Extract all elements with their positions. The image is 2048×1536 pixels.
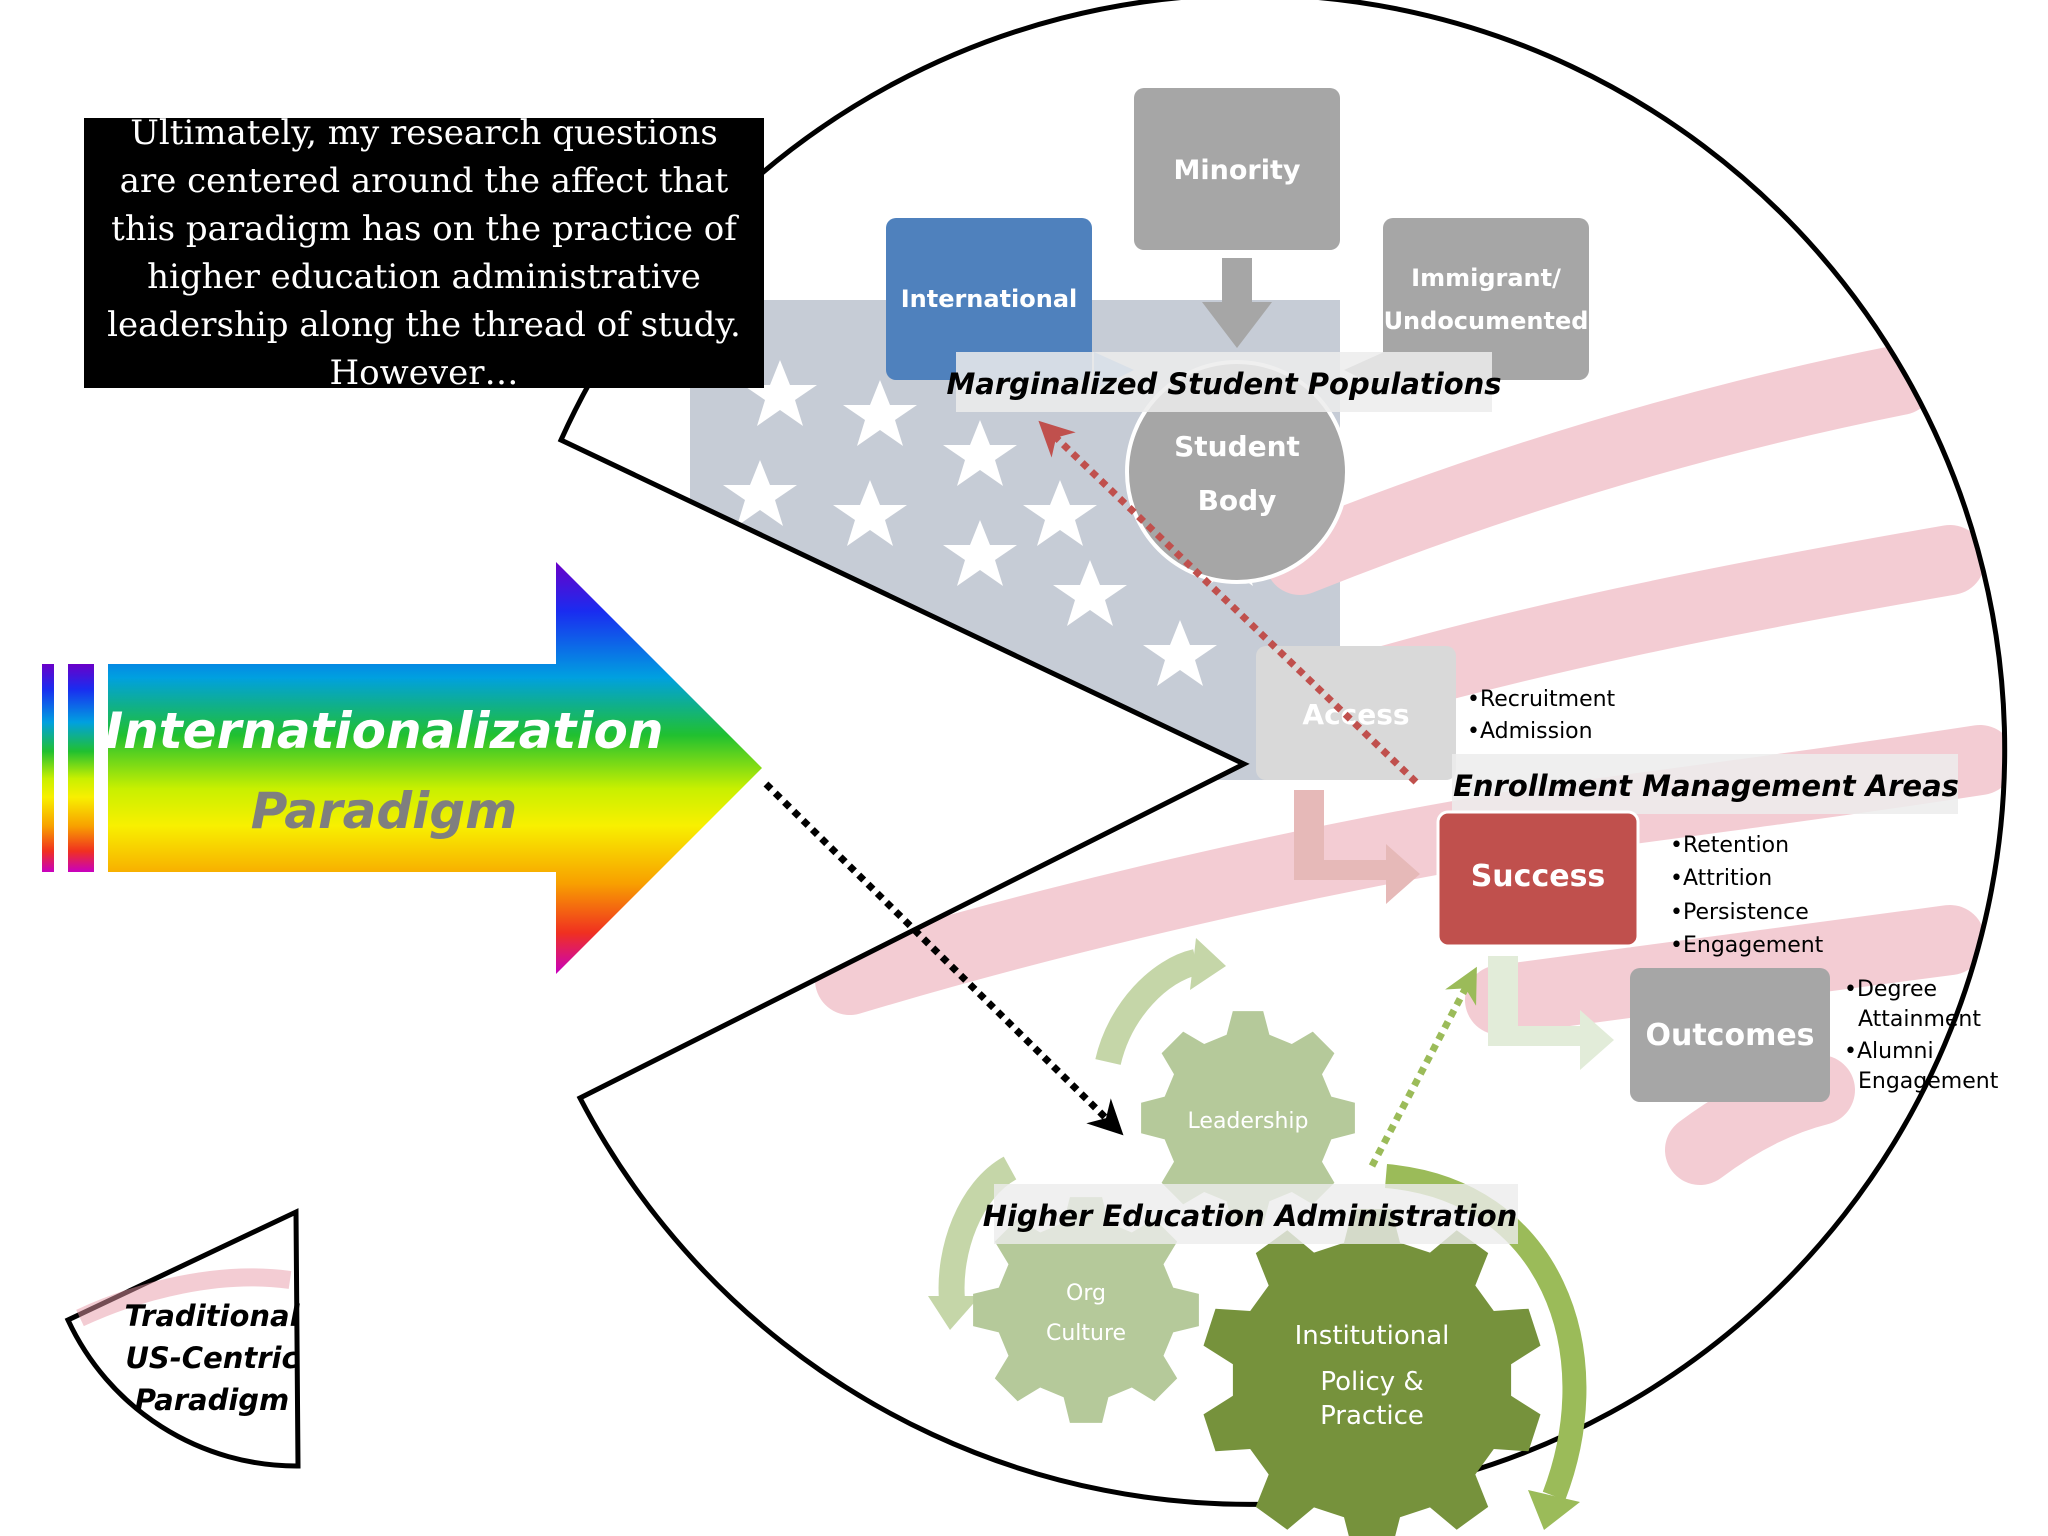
arrow-body <box>108 562 762 974</box>
outcomes-bullet-1: •Degree <box>1844 977 1937 1002</box>
arrow-stripe-1 <box>42 664 54 872</box>
international-box <box>886 218 1092 380</box>
org-culture-gear: Org Culture <box>973 1197 1199 1423</box>
international-label: International <box>901 285 1078 313</box>
org-culture-line1: Org <box>1066 1281 1106 1306</box>
internationalization-arrow: Internationalization Paradigm <box>42 562 762 974</box>
immigrant-label-line1: Immigrant/ <box>1411 264 1561 292</box>
policy-gear-shape <box>1203 1209 1541 1536</box>
success-bullet-4: •Engagement <box>1670 933 1824 958</box>
cycle-arrow-left <box>938 1156 1017 1302</box>
success-label: Success <box>1471 859 1606 894</box>
immigrant-box <box>1383 218 1589 380</box>
research-question-box: Ultimately, my research questions are ce… <box>84 113 764 393</box>
arrow-title-line1: Internationalization <box>105 702 664 760</box>
leadership-gear-shape <box>1141 1011 1355 1225</box>
traditional-wedge-shape <box>64 1208 301 1469</box>
outcomes-node: Outcomes •Degree Attainment •Alumni Enga… <box>1630 968 1999 1102</box>
minority-down-arrow <box>1202 258 1272 348</box>
paradigm-to-administration-dotted-arrow <box>763 781 1124 1136</box>
paradigm-circle-outline <box>557 0 2008 1507</box>
org-culture-gear-shape <box>973 1197 1199 1423</box>
success-bullet-3: •Persistence <box>1670 900 1809 925</box>
outcomes-bullet-2: Attainment <box>1858 1007 1981 1032</box>
success-bullet-2: •Attrition <box>1670 866 1772 891</box>
policy-line2: Policy & <box>1320 1367 1423 1397</box>
outcomes-box <box>1630 968 1830 1102</box>
enrollment-label: Enrollment Management Areas <box>1453 769 1959 803</box>
arrow-stripe-2 <box>68 664 94 872</box>
policy-line1: Institutional <box>1295 1321 1450 1351</box>
access-bullet-2: •Admission <box>1467 719 1593 744</box>
marginalized-label: Marginalized Student Populations <box>946 367 1501 401</box>
success-node: Success •Retention •Attrition •Persisten… <box>1436 810 1824 1070</box>
enrollment-label-bg <box>1452 754 1958 814</box>
international-node: International <box>886 218 1134 390</box>
org-culture-line2: Culture <box>1046 1321 1126 1346</box>
access-box <box>1256 646 1456 780</box>
administration-to-success-dotted-arrow <box>1368 966 1477 1168</box>
minority-box <box>1134 88 1340 250</box>
research-question-text: Ultimately, my research questions are ce… <box>107 113 741 393</box>
success-to-outcomes-arrow <box>1488 956 1614 1070</box>
outcomes-label: Outcomes <box>1645 1018 1814 1053</box>
arrow-title-line2: Paradigm <box>251 782 517 840</box>
cycle-arrow-right-head <box>1528 1490 1580 1530</box>
outcomes-bullet-4: Engagement <box>1858 1069 1999 1094</box>
outcomes-bullet-3: •Alumni <box>1844 1039 1934 1064</box>
traditional-paradigm-wedge: Traditional US-Centric Paradigm <box>64 1208 301 1469</box>
cycle-arrow-left-head <box>928 1296 980 1330</box>
enrollment-label-group: Enrollment Management Areas <box>1452 754 1959 814</box>
leadership-gear: Leadership <box>1141 1011 1355 1225</box>
administration-label-group: Higher Education Administration <box>983 1184 1518 1244</box>
leadership-label: Leadership <box>1188 1109 1309 1134</box>
success-box <box>1436 810 1640 948</box>
traditional-line3: Paradigm <box>135 1383 290 1417</box>
administration-label: Higher Education Administration <box>983 1199 1518 1233</box>
policy-line3: Practice <box>1320 1401 1424 1431</box>
traditional-line2: US-Centric <box>125 1341 298 1375</box>
marginalized-label-bg <box>956 352 1492 412</box>
traditional-line1: Traditional <box>124 1299 300 1333</box>
administration-label-bg <box>994 1184 1518 1244</box>
minority-node: Minority <box>1134 88 1340 348</box>
traditional-flag-stripe <box>76 1268 292 1327</box>
cycle-arrow-top-head <box>1190 938 1226 990</box>
student-body-line1: Student <box>1174 430 1300 463</box>
access-bullet-1: •Recruitment <box>1467 687 1616 712</box>
immigrant-label-line2: Undocumented <box>1384 307 1589 335</box>
cycle-arrow-top <box>1095 949 1200 1066</box>
marginalized-label-group: Marginalized Student Populations <box>946 352 1502 412</box>
student-body-line2: Body <box>1198 484 1277 517</box>
access-to-success-arrow <box>1294 790 1420 904</box>
policy-gear: Institutional Policy & Practice <box>1203 1209 1541 1536</box>
access-node: Access •Recruitment •Admission <box>1256 646 1616 904</box>
success-bullet-1: •Retention <box>1670 833 1789 858</box>
immigrant-node: Immigrant/ Undocumented <box>1344 218 1589 390</box>
student-body-node: Student Body <box>1125 360 1349 584</box>
minority-label: Minority <box>1174 155 1301 186</box>
